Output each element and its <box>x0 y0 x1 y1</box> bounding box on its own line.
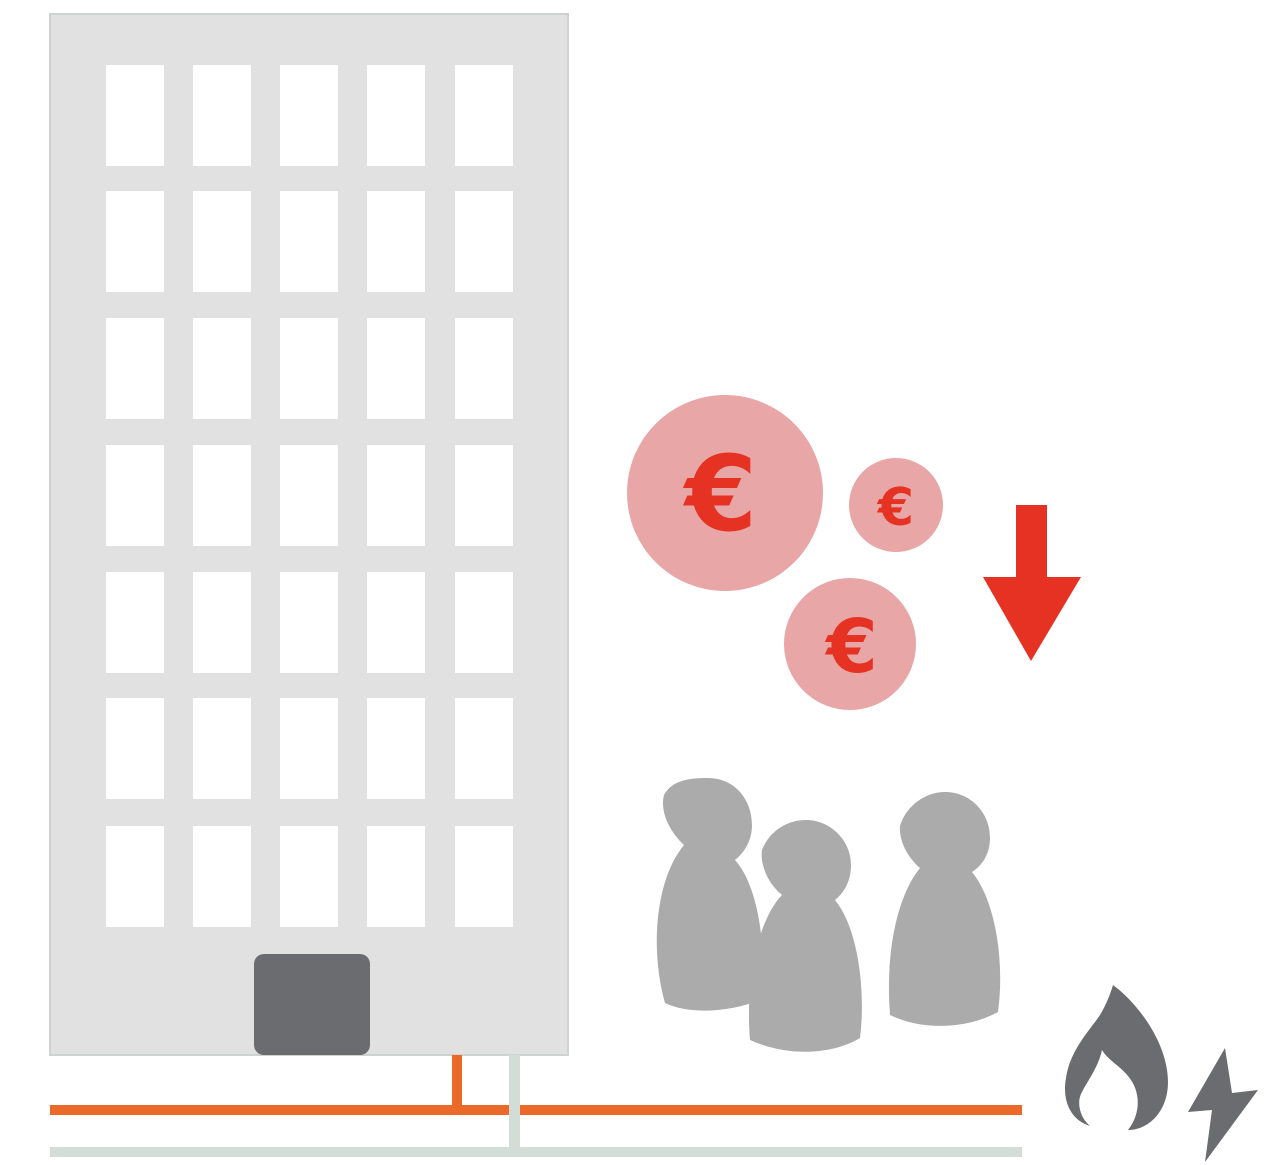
building-window <box>367 826 425 927</box>
gas-line-connector <box>452 1055 462 1110</box>
building-window <box>106 445 164 546</box>
building-window <box>193 65 251 166</box>
building-window <box>106 65 164 166</box>
building-window <box>455 826 513 927</box>
building-window <box>280 318 338 419</box>
lightning-bolt-icon <box>1188 1048 1258 1162</box>
euro-coin-icon: € <box>784 578 916 710</box>
building-window <box>193 191 251 292</box>
door-icon <box>254 954 370 1055</box>
euro-coin-icon: € <box>627 395 823 591</box>
building-window <box>193 318 251 419</box>
building-window <box>455 65 513 166</box>
building-window <box>106 318 164 419</box>
building-window <box>367 318 425 419</box>
utility-lines <box>50 1055 1022 1157</box>
building-window <box>193 826 251 927</box>
power-line-connector <box>509 1055 520 1152</box>
building-window <box>106 191 164 292</box>
person-icon <box>749 820 862 1052</box>
person-icon <box>889 792 1000 1026</box>
building-window <box>455 191 513 292</box>
arrow-down-icon <box>983 505 1081 661</box>
flame-icon <box>1065 985 1168 1130</box>
building-window <box>106 572 164 673</box>
building-window <box>106 826 164 927</box>
building-window <box>455 318 513 419</box>
euro-coin-icon: € <box>849 458 943 552</box>
building-window <box>280 698 338 799</box>
building-window <box>455 572 513 673</box>
gas-line <box>50 1105 1022 1115</box>
euro-symbol: € <box>824 604 878 690</box>
building-window <box>367 572 425 673</box>
people-group <box>657 778 1000 1052</box>
building-window <box>193 445 251 546</box>
person-icon <box>657 778 763 1011</box>
building-window <box>367 191 425 292</box>
building-window <box>455 698 513 799</box>
building-window <box>367 445 425 546</box>
building-window <box>280 191 338 292</box>
building-window <box>455 445 513 546</box>
office-building-icon <box>50 14 568 1055</box>
building-window <box>280 65 338 166</box>
building-window <box>367 698 425 799</box>
euro-symbol: € <box>683 433 757 555</box>
building-window <box>193 698 251 799</box>
building-window <box>193 572 251 673</box>
building-window <box>280 445 338 546</box>
building-window <box>367 65 425 166</box>
building-window <box>106 698 164 799</box>
power-line <box>50 1147 1022 1157</box>
euro-symbol: € <box>877 478 914 538</box>
building-window <box>280 826 338 927</box>
euro-coins: € € € <box>627 395 943 710</box>
building-window <box>280 572 338 673</box>
